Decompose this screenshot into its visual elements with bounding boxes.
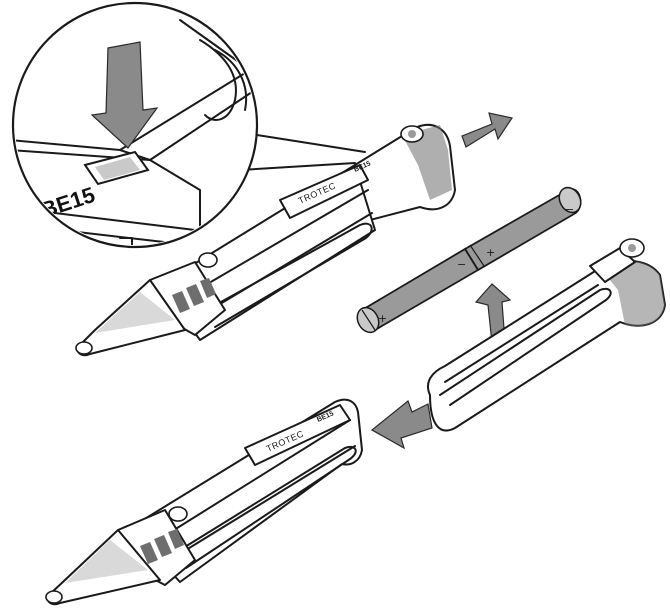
pen-lower-body: [129, 398, 363, 583]
battery-join-minus: −: [457, 258, 466, 271]
pen-upper-button: [198, 252, 218, 268]
pen-lower-clip: [244, 404, 351, 466]
slide-out-arrow-icon: [461, 112, 513, 148]
slide-in-arrow-icon: [370, 400, 433, 450]
battery-join-plus: +: [486, 246, 495, 259]
battery-plus-terminal: +: [378, 312, 387, 325]
push-down-arrow-icon: [90, 41, 159, 149]
batteries: + − − +: [356, 186, 582, 334]
pen-lower-button: [168, 506, 188, 522]
battery-minus-terminal: −: [565, 203, 574, 216]
callout-leader-bottom: [239, 162, 356, 171]
removed-cap-latch: [589, 247, 636, 283]
pen-lower: TROTEC BE15: [45, 398, 363, 606]
pen-upper-clip: [279, 164, 369, 219]
removed-cap: [426, 238, 666, 432]
callout-leader-top: [256, 134, 366, 153]
zoom-callout: BE15: [11, 1, 366, 249]
